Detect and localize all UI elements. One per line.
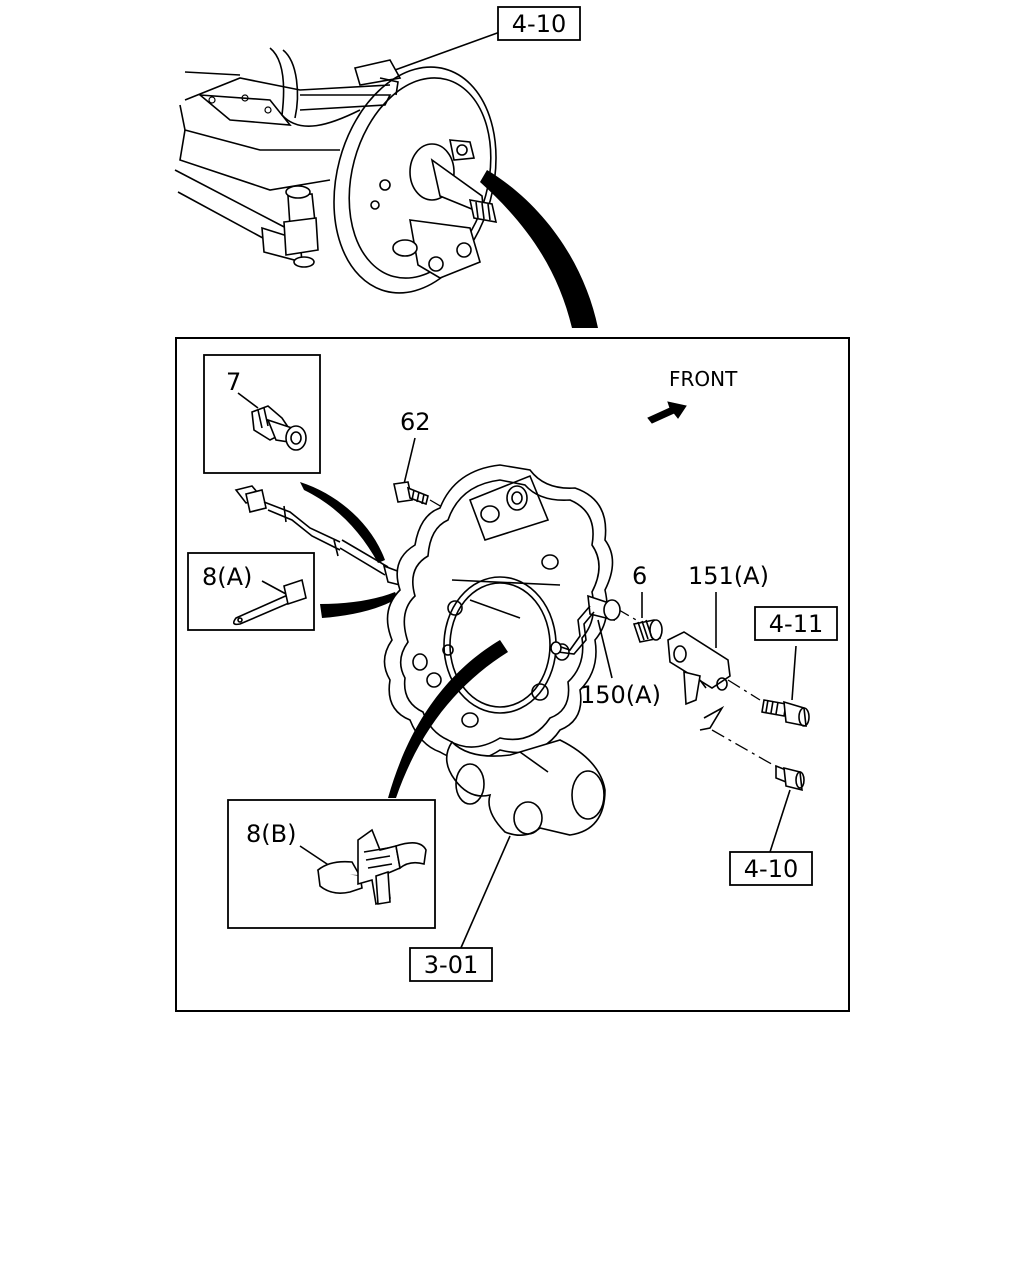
ref-box-4-10-bottom: 4-10 <box>729 851 813 886</box>
leader-3-01 <box>459 835 511 951</box>
part-7-label: 7 <box>226 368 241 396</box>
wheel-speed-sensor-150a <box>550 594 621 655</box>
break-line <box>699 705 725 731</box>
front-arrow-icon <box>647 401 687 424</box>
centerline-lower <box>711 729 783 771</box>
part-8a-leader <box>261 580 287 595</box>
inset-8b-arrow <box>388 640 508 798</box>
grommet-part-7 <box>251 405 307 451</box>
axle-assembly-illustration <box>174 47 498 294</box>
ref-label-4-10-bottom: 4-10 <box>744 855 798 883</box>
ref-label-3-01: 3-01 <box>424 951 478 979</box>
ref-box-4-10-top: 4-10 <box>497 6 581 41</box>
ref-label-4-10-top: 4-10 <box>512 10 566 38</box>
bolt-4-11 <box>761 699 810 727</box>
part-7-leader <box>237 392 259 409</box>
sensor-ring-part-6 <box>632 619 663 643</box>
tie-strap-part-8a <box>232 578 307 626</box>
clip-part-8b <box>316 828 427 906</box>
part-62-label: 62 <box>400 408 431 436</box>
ref-box-3-01: 3-01 <box>409 947 493 982</box>
part-6-label: 6 <box>632 562 647 590</box>
part-8a-label: 8(A) <box>202 563 252 591</box>
leader-4-10-bottom <box>769 789 791 853</box>
part-62-leader <box>403 437 416 485</box>
part-151a-label: 151(A) <box>688 562 769 590</box>
inset-7-arrow <box>300 482 385 563</box>
ref-label-4-11: 4-11 <box>769 610 823 638</box>
detail-frame <box>175 337 850 1012</box>
detail-arrow-curve <box>480 170 598 328</box>
part-150a-label: 150(A) <box>580 681 661 709</box>
leader-line-top-ref <box>394 31 501 71</box>
inset-8a-arrow <box>320 592 398 618</box>
bore-line <box>469 599 521 619</box>
bracket-part-151a <box>667 631 731 706</box>
ref-box-4-11: 4-11 <box>754 606 838 641</box>
part-8b-label: 8(B) <box>246 820 296 848</box>
front-label: FRONT <box>669 367 738 391</box>
centerline-151a <box>727 679 761 701</box>
part-150a-leader <box>597 619 613 679</box>
bolt-4-10-bottom <box>775 764 805 792</box>
bolt-part-62 <box>393 481 429 506</box>
leader-4-11 <box>791 645 797 701</box>
